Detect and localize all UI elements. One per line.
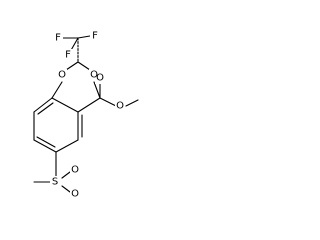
atom-label-o-ring-left: O bbox=[58, 70, 66, 81]
atom-label-f-right: F bbox=[92, 31, 98, 42]
benzene-bond-2 bbox=[77, 97, 101, 113]
benzene-bond-4 bbox=[55, 139, 79, 153]
benzene-bond-5 bbox=[33, 139, 57, 153]
bond-s-o-bottom bbox=[61, 185, 71, 193]
benzene-bond-5-inner bbox=[36, 136, 56, 148]
label-bg-o-sulfonyl-top bbox=[70, 164, 80, 176]
bond-c-f-right bbox=[77, 35, 91, 39]
label-bg-f-bottom bbox=[63, 49, 73, 61]
structure-canvas: F F F O O O O S O O bbox=[0, 0, 156, 218]
atom-label-o-ring-right: O bbox=[90, 70, 98, 81]
bond-o-right-c bbox=[93, 81, 101, 99]
label-bg-o-sulfonyl-bottom bbox=[70, 188, 80, 200]
label-bg-s bbox=[50, 176, 60, 188]
atom-label-o-sulfonyl-top: O bbox=[71, 165, 79, 176]
label-bg-o-ring-right bbox=[89, 69, 99, 81]
atom-label-f-bottom: F bbox=[65, 50, 71, 61]
label-bg-o-carbonyl bbox=[95, 72, 105, 84]
label-bg-o-ester bbox=[115, 100, 125, 112]
bond-ester-c-o-single bbox=[99, 97, 117, 107]
bond-s-o-top bbox=[61, 171, 71, 179]
benzene-bond-1 bbox=[51, 97, 79, 113]
benzene-bond-7 bbox=[33, 97, 53, 113]
atom-label-o-carbonyl: O bbox=[96, 73, 104, 84]
label-bg-f-right bbox=[90, 30, 100, 42]
benzene-bond-7-inner bbox=[37, 102, 54, 115]
label-bg-o-ring-left bbox=[57, 69, 67, 81]
atom-label-s-sulfonyl: S bbox=[52, 177, 58, 188]
atom-label-f-left: F bbox=[55, 33, 61, 44]
atom-label-o-ester: O bbox=[116, 101, 124, 112]
bond-ester-o-methyl bbox=[125, 99, 139, 107]
molecule-diagram: F F F O O O O S O O bbox=[33, 30, 139, 200]
atom-label-o-sulfonyl-bottom: O bbox=[71, 189, 79, 200]
bond-c-o-right bbox=[77, 61, 91, 71]
bond-c-o-left bbox=[65, 61, 79, 71]
bond-o-left-aryl bbox=[51, 81, 63, 99]
label-bg-f-left bbox=[53, 32, 63, 44]
